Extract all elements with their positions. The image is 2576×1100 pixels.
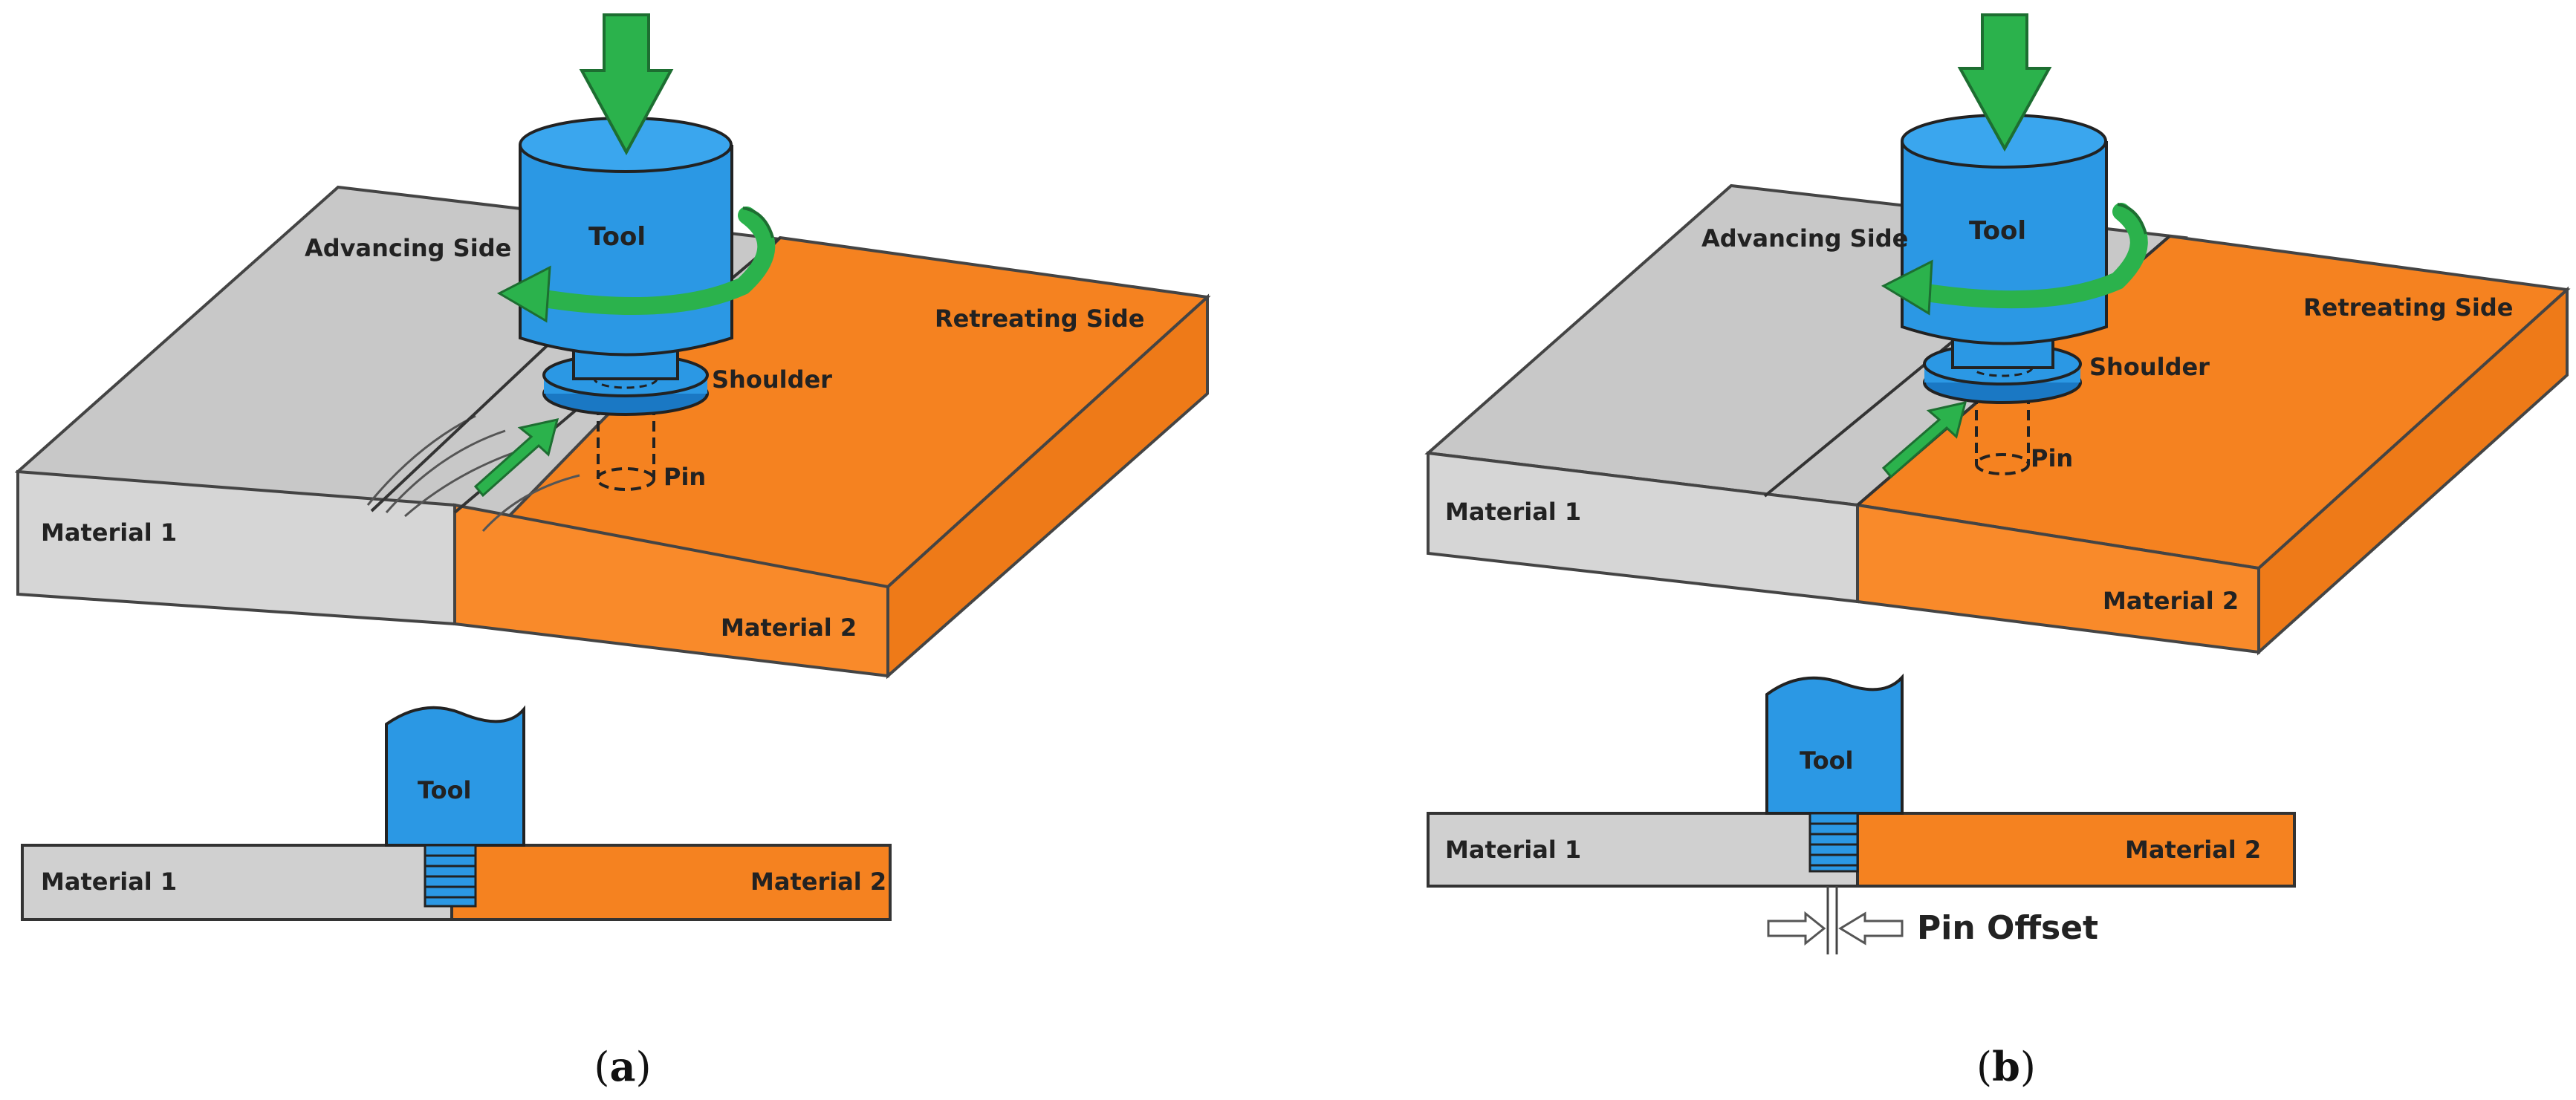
offset-arrow-left (1767, 911, 1826, 946)
pin-offset-dimension (1767, 886, 1904, 954)
rotation-arrow-head (1881, 259, 1933, 316)
material2-side-face (2257, 286, 2569, 656)
section-label-tool: Tool (1800, 746, 1854, 775)
section-material-2 (1856, 812, 2296, 888)
rotation-arrow-tail (2117, 203, 2147, 235)
label-shoulder: Shoulder (712, 365, 832, 394)
section-label-material-2: Material 2 (750, 868, 886, 896)
weld-seam (366, 414, 580, 533)
label-material-1: Material 1 (41, 518, 177, 547)
label-material-1: Material 1 (1445, 498, 1581, 526)
label-pin: Pin (2031, 444, 2073, 472)
section-pin (424, 844, 477, 908)
section-material-1 (1427, 812, 1859, 888)
label-pin: Pin (664, 463, 706, 491)
travel-arrow (1881, 400, 1967, 479)
panel-a: Advancing Side Retreating Side Tool Shou… (14, 13, 1211, 1090)
rotation-arrow (1908, 203, 2148, 309)
section-material-1 (21, 844, 453, 921)
offset-arrow-right (1838, 911, 1904, 946)
section-label-material-1: Material 1 (1445, 836, 1581, 864)
label-material-2: Material 2 (2103, 587, 2239, 615)
label-advancing-side: Advancing Side (305, 234, 511, 262)
down-force-arrow (1957, 13, 2052, 152)
rotation-arrow (526, 206, 776, 315)
label-pin-offset: Pin Offset (1917, 909, 2098, 947)
cross-section-b: Tool Material 1 Material 2 Pin Offset (1427, 673, 2296, 954)
label-material-2: Material 2 (721, 614, 857, 642)
travel-arrow (473, 418, 559, 498)
material2-side-face (886, 293, 1209, 680)
label-advancing-side: Advancing Side (1701, 224, 1908, 253)
caption-a: (a) (594, 1043, 651, 1090)
pin (1975, 394, 2030, 475)
pin (596, 405, 655, 491)
section-tool (1765, 673, 1904, 815)
rotation-arrow-tail (742, 206, 774, 238)
section-label-material-2: Material 2 (2125, 836, 2261, 864)
label-tool: Tool (588, 222, 646, 252)
section-label-material-1: Material 1 (41, 868, 177, 896)
label-retreating-side: Retreating Side (935, 305, 1144, 333)
label-shoulder: Shoulder (2089, 353, 2210, 381)
label-retreating-side: Retreating Side (2303, 293, 2513, 322)
cross-section-a: Tool Material 1 Material 2 (21, 705, 892, 921)
down-force-arrow (579, 13, 674, 156)
section-material-2 (450, 844, 892, 921)
section-label-tool: Tool (418, 776, 472, 804)
section-pin (1808, 812, 1859, 873)
caption-b: (b) (1976, 1043, 2036, 1090)
panel-b: Advancing Side Retreating Side Tool Shou… (1424, 13, 2571, 1090)
label-tool: Tool (1969, 216, 2026, 246)
section-tool (385, 705, 525, 847)
rotation-arrow-head (496, 265, 551, 323)
